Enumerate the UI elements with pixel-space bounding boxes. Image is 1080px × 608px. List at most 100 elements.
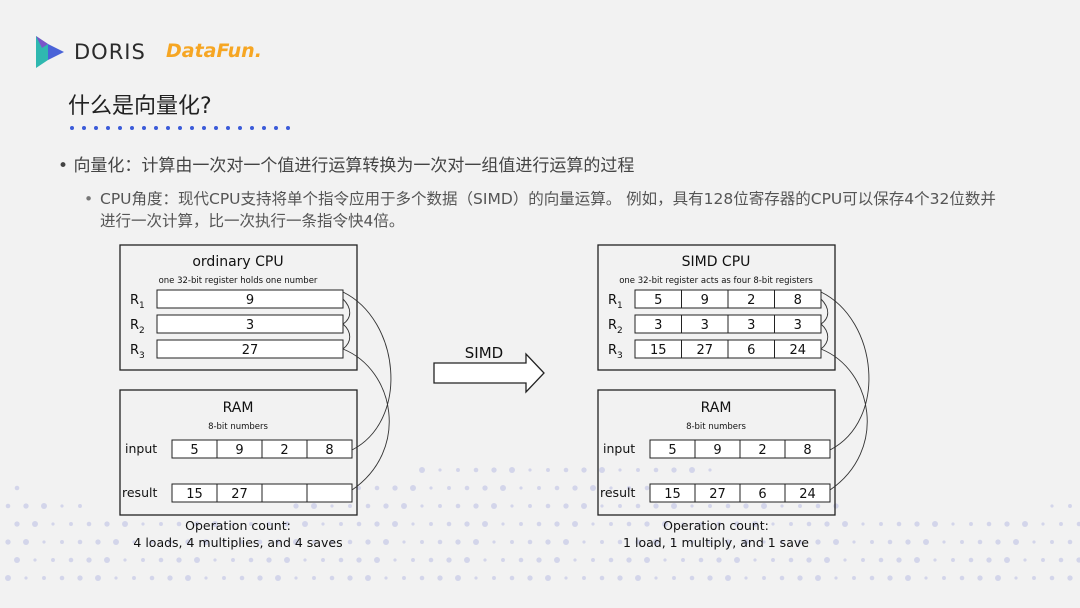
background-dot [653, 503, 659, 509]
simd-connector-r1-r2 [820, 298, 829, 325]
background-dot [23, 539, 29, 545]
background-dot [68, 557, 74, 563]
ordinary-connector-r1-r2 [342, 298, 351, 325]
background-dot [204, 576, 208, 580]
background-dot [419, 575, 425, 581]
background-dot [510, 504, 514, 508]
background-dot [473, 467, 479, 473]
background-dot [519, 522, 523, 526]
background-dot [437, 575, 443, 581]
ordinary-cpu-subtitle: one 32-bit register holds one number [159, 276, 318, 286]
background-dot [510, 540, 514, 544]
background-dot [123, 558, 127, 562]
slide-title: 什么是向量化? [68, 94, 212, 119]
background-dot [356, 557, 362, 563]
background-dot [357, 486, 361, 490]
ordinary-register-label-1: R1 [130, 293, 145, 311]
background-dot [114, 576, 118, 580]
background-dot [797, 575, 803, 581]
background-dot [231, 522, 235, 526]
background-dot [5, 539, 11, 545]
background-dot [14, 485, 20, 491]
background-dot [977, 575, 983, 581]
background-dot [1049, 575, 1055, 581]
background-dot [681, 522, 685, 526]
background-dot [113, 539, 119, 545]
background-dot [951, 558, 955, 562]
background-dot [789, 522, 793, 526]
background-dot [635, 503, 641, 509]
background-dot [473, 503, 479, 509]
background-dot [41, 503, 47, 509]
background-dot [554, 485, 560, 491]
background-dot [293, 539, 299, 545]
simd-register-value: 3 [794, 318, 802, 333]
background-dot [383, 503, 389, 509]
background-dot [222, 576, 226, 580]
simd-register-value: 24 [789, 343, 806, 358]
background-dot [572, 485, 578, 491]
background-dot [815, 575, 821, 581]
background-dot [590, 485, 596, 491]
simd-op-count-title: Operation count: [663, 518, 769, 533]
background-dot [365, 539, 371, 545]
background-dot [194, 521, 200, 527]
doris-logo-icon [36, 36, 64, 68]
background-dot [266, 521, 272, 527]
simd-input-cell [784, 439, 831, 459]
background-dot [77, 539, 83, 545]
simd-register-value: 9 [701, 293, 709, 308]
simd-input-value: 9 [713, 443, 721, 458]
simd-cpu-title: SIMD CPU [682, 254, 751, 270]
background-dot [501, 558, 505, 562]
background-dot [905, 575, 911, 581]
ordinary-input-value: 8 [325, 443, 333, 458]
bullet-dot: • [58, 156, 69, 176]
background-dot [852, 540, 856, 544]
background-dot [582, 540, 586, 544]
background-dot [5, 503, 11, 509]
simd-result-value: 15 [664, 487, 681, 502]
background-dot [1050, 540, 1054, 544]
bullet-dot: • [84, 190, 94, 208]
background-dot [455, 575, 461, 581]
background-dot [95, 539, 101, 545]
background-dot [528, 504, 532, 508]
background-dot [474, 576, 478, 580]
background-dot [509, 467, 515, 473]
background-dot [644, 485, 650, 491]
background-dot [284, 521, 290, 527]
simd-register-value: 5 [654, 293, 662, 308]
background-dot [744, 576, 748, 580]
simd-result-value: 24 [799, 487, 816, 502]
background-dot [788, 557, 794, 563]
background-dot [77, 575, 83, 581]
simd-register-value: 2 [747, 293, 755, 308]
background-dot [491, 467, 497, 473]
ordinary-ram-title: RAM [223, 400, 254, 416]
background-dot [492, 540, 496, 544]
background-dot [393, 558, 397, 562]
background-dot [986, 521, 992, 527]
background-dot [455, 539, 461, 545]
simd-cpu-subtitle: one 32-bit register acts as four 8-bit r… [619, 276, 813, 286]
background-dot [933, 558, 937, 562]
background-dot [411, 522, 415, 526]
background-dot [464, 521, 470, 527]
background-dot [464, 485, 470, 491]
background-dot [635, 575, 641, 581]
background-dot [501, 522, 505, 526]
background-dot [536, 521, 542, 527]
background-dot [861, 522, 865, 526]
background-dot [419, 467, 425, 473]
background-dot [446, 521, 452, 527]
simd-ram-subtitle: 8-bit numbers [686, 422, 746, 432]
simd-input-label: input [603, 441, 635, 456]
background-dot [158, 557, 164, 563]
background-dot [815, 503, 821, 509]
background-dot [896, 557, 902, 563]
background-dot [824, 521, 830, 527]
background-dot [771, 558, 775, 562]
background-dot [968, 557, 974, 563]
simd-arrow-label: SIMD [465, 344, 503, 362]
